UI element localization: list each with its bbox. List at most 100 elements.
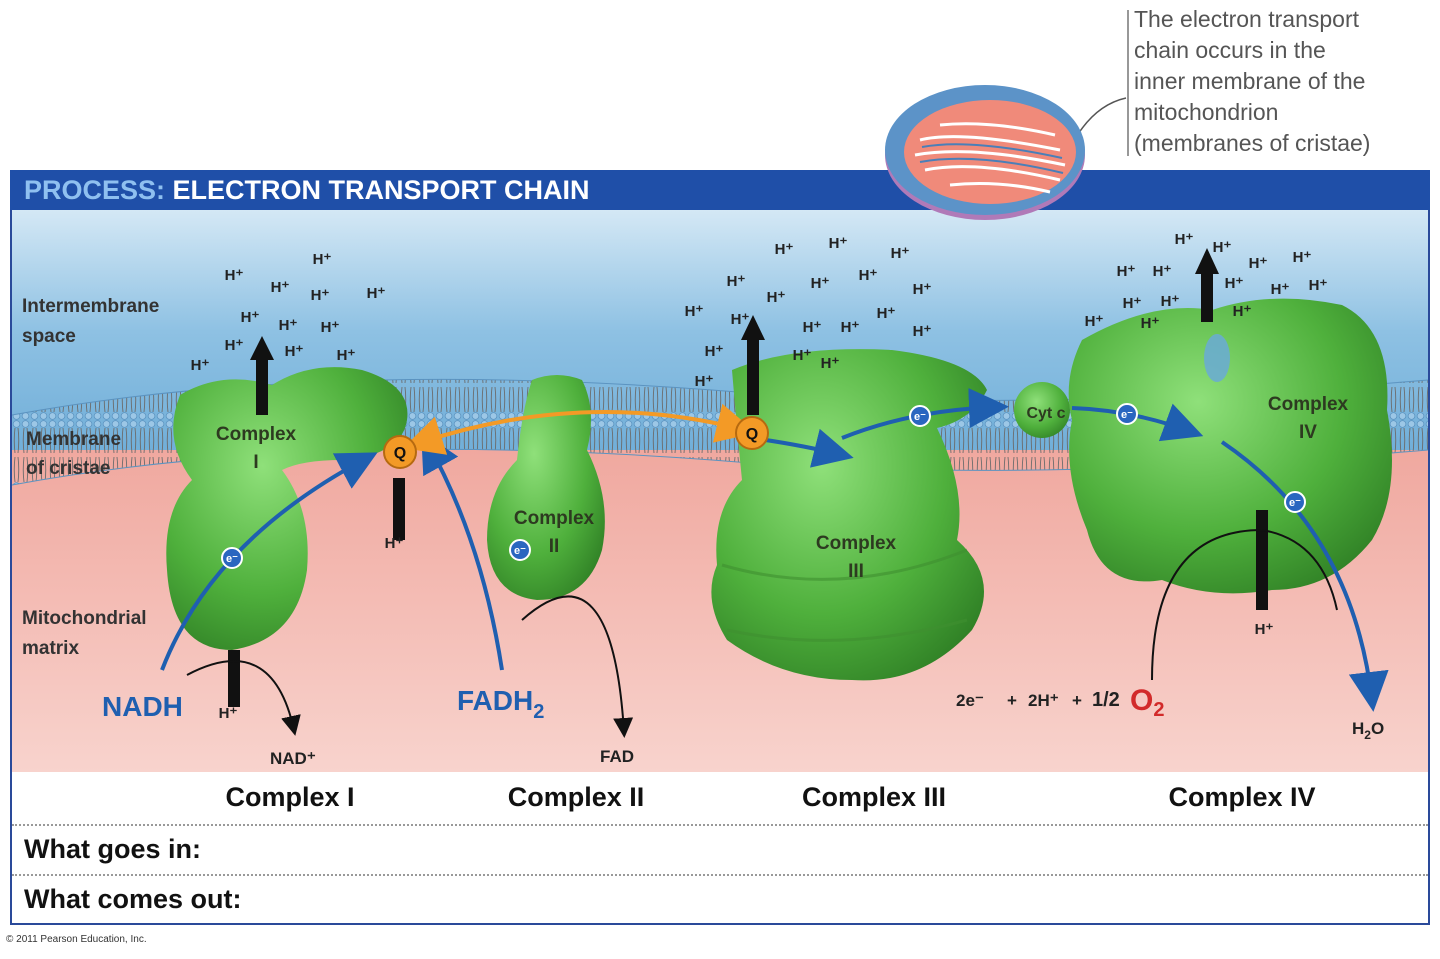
label-intermembrane-2: space [22, 326, 76, 347]
proton: H⁺ [241, 309, 260, 326]
proton: H⁺ [191, 357, 210, 374]
proton: H⁺ [1271, 281, 1290, 298]
proton: H⁺ [279, 317, 298, 334]
water-label: H2O [1352, 719, 1384, 742]
complex-iii-label-2: III [848, 561, 864, 582]
proton: H⁺ [1249, 255, 1268, 272]
proton: H⁺ [811, 275, 830, 292]
proton: H⁺ [1085, 313, 1104, 330]
proton: H⁺ [1233, 303, 1252, 320]
proton: H⁺ [385, 535, 404, 552]
q-carrier-1 [383, 435, 417, 469]
proton: H⁺ [367, 285, 386, 302]
proton: H⁺ [821, 355, 840, 372]
proton: H⁺ [1293, 249, 1312, 266]
proton: H⁺ [767, 289, 786, 306]
equation-oxygen: O2 [1130, 684, 1164, 721]
oxygen-equation: 2e⁻ + 2H⁺ + 1/2 O2 [956, 684, 1164, 721]
cyt-c-label: Cyt c [1026, 405, 1065, 422]
proton: H⁺ [313, 251, 332, 268]
nadh-label: NADH [102, 691, 183, 722]
callout-line-5: (membranes of cristae) [1134, 130, 1371, 156]
proton: H⁺ [829, 235, 848, 252]
proton: H⁺ [891, 245, 910, 262]
proton: H⁺ [1309, 277, 1328, 294]
proton: H⁺ [877, 305, 896, 322]
row-label-comes-out: What comes out: [24, 884, 242, 914]
proton: H⁺ [775, 241, 794, 258]
proton: H⁺ [913, 281, 932, 298]
q-carrier-2 [735, 416, 769, 450]
label-intermembrane-1: Intermembrane [22, 296, 159, 317]
callout-line-2: chain occurs in the [1134, 37, 1326, 63]
proton: H⁺ [803, 319, 822, 336]
label-matrix-1: Mitochondrial [22, 608, 147, 629]
table-header-row: Complex I Complex II Complex III Complex… [12, 772, 1428, 824]
proton-pump-arrows [228, 248, 1268, 707]
banner-title: ELECTRON TRANSPORT CHAIN [172, 175, 590, 205]
proton: H⁺ [311, 287, 330, 304]
proton: H⁺ [1255, 621, 1274, 638]
equation-plus-1: + [1007, 691, 1017, 710]
etc-illustration [12, 210, 1428, 772]
diagram-labels: Intermembrane space Membrane of cristae … [22, 231, 1384, 768]
table-header-complex-i: Complex I [225, 782, 355, 812]
proton: H⁺ [285, 343, 304, 360]
banner-keyword: PROCESS: [24, 175, 166, 205]
reaction-arcs [186, 528, 1338, 738]
proton-labels: H⁺ H⁺ H⁺ H⁺ H⁺ H⁺ H⁺ H⁺ H⁺ H⁺ H⁺ H⁺ H⁺ H… [191, 231, 1328, 722]
proton: H⁺ [1213, 239, 1232, 256]
electron-label-2: e⁻ [514, 545, 526, 557]
callout-line-4: mitochondrion [1134, 99, 1279, 125]
proton: H⁺ [695, 373, 714, 390]
proton: H⁺ [1117, 263, 1136, 280]
proton: H⁺ [337, 347, 356, 364]
proton: H⁺ [1161, 293, 1180, 310]
proton: H⁺ [793, 347, 812, 364]
table-row-goes-in: What goes in: [12, 826, 1428, 874]
table-header-complex-iii: Complex III [801, 782, 947, 812]
q-shuttle-arrow [402, 403, 757, 455]
complex-iii-label-1: Complex [816, 533, 897, 554]
proton: H⁺ [219, 705, 238, 722]
proton: H⁺ [225, 267, 244, 284]
table-divider-1 [12, 824, 1428, 826]
proton: H⁺ [727, 273, 746, 290]
electron-dots [221, 403, 1306, 569]
proton: H⁺ [1141, 315, 1160, 332]
q-label-1: Q [394, 445, 406, 462]
proton: H⁺ [731, 311, 750, 328]
location-callout: The electron transport chain occurs in t… [1134, 4, 1434, 159]
complex-iv-label-1: Complex [1268, 394, 1349, 415]
proton: H⁺ [705, 343, 724, 360]
proton: H⁺ [1123, 295, 1142, 312]
label-membrane-2: of cristae [26, 458, 110, 479]
fad-label: FAD [600, 747, 634, 766]
table-row-comes-out: What comes out: [12, 876, 1428, 922]
copyright-notice: © 2011 Pearson Education, Inc. [6, 934, 147, 945]
equation-electrons: 2e⁻ [956, 691, 984, 710]
label-matrix-2: matrix [22, 638, 79, 659]
complex-ii-label-2: II [549, 536, 560, 557]
complex-iv-label-2: IV [1299, 422, 1317, 443]
complex-iii-protein [711, 349, 987, 681]
callout-line-1: The electron transport [1134, 6, 1360, 32]
proton: H⁺ [685, 303, 704, 320]
electron-label-5: e⁻ [1289, 497, 1301, 509]
proton: H⁺ [1153, 263, 1172, 280]
row-label-goes-in: What goes in: [24, 834, 201, 864]
fadh2-label: FADH2 [457, 685, 544, 723]
proton: H⁺ [859, 267, 878, 284]
callout-line-3: inner membrane of the [1134, 68, 1366, 94]
table-divider-2 [12, 874, 1428, 876]
q-label-2: Q [746, 426, 758, 443]
equation-half: 1/2 [1092, 689, 1120, 711]
proton: H⁺ [913, 323, 932, 340]
proton: H⁺ [225, 337, 244, 354]
equation-plus-2: + [1072, 691, 1082, 710]
proton: H⁺ [271, 279, 290, 296]
electron-label-4: e⁻ [1121, 409, 1133, 421]
proton: H⁺ [1225, 275, 1244, 292]
proton: H⁺ [1175, 231, 1194, 248]
complex-ii-label-1: Complex [514, 508, 595, 529]
